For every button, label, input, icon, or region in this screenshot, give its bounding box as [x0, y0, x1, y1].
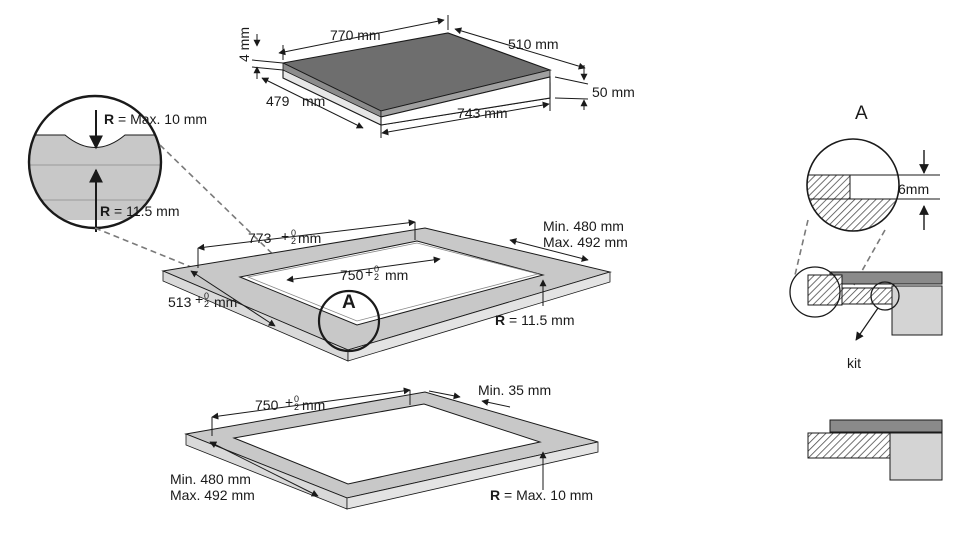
detail-a-marker — [317, 289, 381, 353]
detail-a-zoom-circle — [806, 138, 900, 232]
height-label: 4 mm — [236, 27, 252, 62]
cutout1-width-unit: mm — [298, 230, 321, 246]
cutout2-width-number: 750 — [255, 397, 279, 413]
cutout2-max-label: Max. 492 mm — [170, 487, 255, 503]
cutout1-inner-plus: + — [365, 264, 373, 280]
cutout2-min-label: Min. 480 mm — [170, 471, 251, 487]
cutout2-min-edge-label: Min. 35 mm — [478, 382, 551, 398]
svg-text:R = Max. 10 mm: R = Max. 10 mm — [104, 111, 207, 127]
cutout1-width-number: 773 — [248, 230, 272, 246]
cutout1-r-symbol: R — [495, 312, 505, 328]
r-bottom-value: = 11.5 mm — [110, 203, 179, 219]
bottom-label: 743 mm — [457, 105, 508, 121]
depth-dimension-line — [454, 27, 586, 70]
svg-text:R = Max. 10 mm: R = Max. 10 mm — [490, 487, 593, 503]
depth-label: 510 mm — [508, 36, 559, 52]
cutout2-width-tol-top: 0 — [294, 394, 299, 404]
cutout1-inner-tol-bottom: 2 — [374, 272, 379, 282]
r-top-symbol: R — [104, 111, 114, 127]
thickness-label: 50 mm — [592, 84, 635, 100]
gap-label: 6mm — [898, 181, 929, 197]
side-label-number: 479 — [266, 93, 290, 109]
r-top-value: = Max. 10 mm — [114, 111, 207, 127]
cutout2-r-symbol: R — [490, 487, 500, 503]
cutout1-depth-unit: mm — [214, 294, 237, 310]
cutout2-width-unit: mm — [302, 397, 325, 413]
cutout1-inner-unit: mm — [385, 267, 408, 283]
detail-a-title: A — [855, 103, 868, 124]
side-dimension-line — [261, 77, 364, 129]
cutout1-r-value: = 11.5 mm — [505, 312, 574, 328]
cutout1-min-label: Min. 480 mm — [543, 218, 624, 234]
cutout1-inner-tol-top: 0 — [374, 264, 379, 274]
svg-text:R = 11.5 mm: R = 11.5 mm — [100, 203, 180, 219]
cutout1-depth-plus: + — [195, 291, 203, 307]
cutout1-depth-tol-top: 0 — [204, 291, 209, 301]
width-dimension-line — [278, 17, 445, 56]
cutout1-depth-number: 513 — [168, 294, 192, 310]
cutout1-width-tol-bottom: 2 — [291, 236, 296, 246]
side-label-unit: mm — [302, 93, 325, 109]
cutout1-depth-tol-bottom: 2 — [204, 299, 209, 309]
bottom-dimension-line — [381, 101, 550, 136]
r-bottom-symbol: R — [100, 203, 110, 219]
width-label: 770 mm — [330, 27, 381, 43]
cutout-frame-2: 750 + 0 2 mm Min. 35 mm Min. 480 mm Max.… — [170, 382, 599, 510]
hob-illustration: 770 mm 510 mm 4 mm 479 mm 743 mm 50 mm — [236, 15, 635, 138]
cutout2-width-plus: + — [285, 394, 293, 410]
cutout1-width-plus: + — [281, 228, 289, 244]
cutout1-inner-number: 750 — [340, 267, 364, 283]
cutout1-max-label: Max. 492 mm — [543, 234, 628, 250]
detail-a-section: A 6mm kit — [789, 103, 943, 481]
kit-label: kit — [847, 355, 861, 371]
cutout1-width-tol-top: 0 — [291, 228, 296, 238]
cutout-frame-1: A 773 + 0 2 mm 750 + 0 2 mm 513 + 0 2 mm… — [161, 218, 628, 362]
cutout2-r-value: = Max. 10 mm — [500, 487, 593, 503]
marker-a-label: A — [342, 292, 356, 313]
radius-detail-circle: R = Max. 10 mm R = 11.5 mm — [27, 94, 323, 321]
cutout2-width-tol-bottom: 2 — [294, 402, 299, 412]
svg-text:R = 11.5 mm: R = 11.5 mm — [495, 312, 575, 328]
